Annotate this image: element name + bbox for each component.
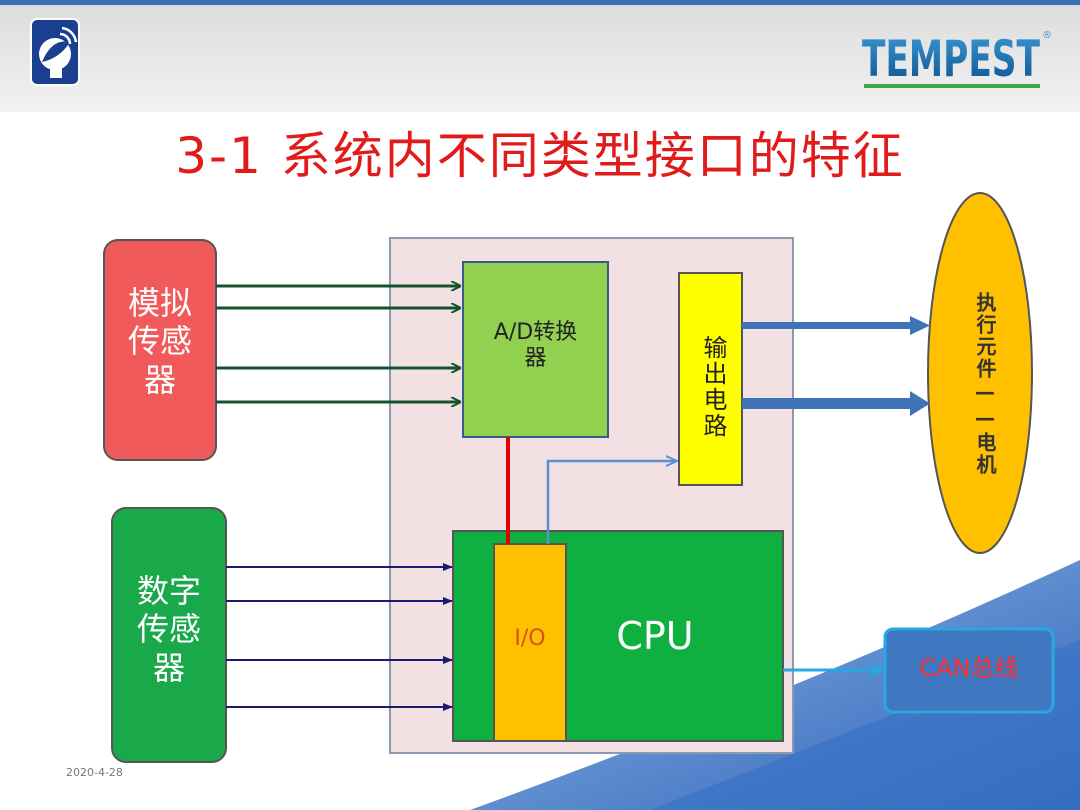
tempest-logo: TEMPEST ® — [862, 26, 1052, 92]
analog-sensor-label: 模拟 传感 器 — [127, 284, 192, 399]
brand-trademark: ® — [1042, 30, 1052, 41]
ad-converter-box — [462, 261, 609, 438]
actuator-label: 执行元件——电机 — [973, 292, 997, 476]
satellite-dish-logo — [30, 18, 80, 86]
slide-header — [0, 0, 1080, 112]
io-box — [493, 543, 567, 742]
footer-date: 2020-4-28 — [66, 766, 123, 779]
can-bus-label: CAN总线 — [919, 654, 1019, 682]
can-bus-box — [883, 627, 1055, 714]
cpu-label: CPU — [616, 614, 694, 658]
brand-text: TEMPEST — [862, 30, 1040, 88]
background-wave-light — [650, 640, 1080, 810]
digital-sensor-box — [111, 507, 227, 763]
output-to-actuator-arrow — [742, 316, 930, 335]
digital-sensor-label: 数字 传感 器 — [136, 572, 201, 687]
slide-title: 3-1 系统内不同类型接口的特征 — [175, 127, 905, 185]
ad-converter-label: A/D转换 器 — [493, 320, 578, 372]
io-to-output-arrow — [546, 461, 676, 544]
analog-sensor-box — [103, 239, 217, 461]
output-to-actuator-arrow — [742, 391, 930, 416]
output-circuit-label: 输出电路 — [699, 335, 727, 439]
io-label: I/O — [514, 626, 546, 651]
output-circuit-box — [678, 272, 743, 486]
header-top-line — [0, 0, 1080, 5]
actuator-ellipse — [927, 192, 1033, 554]
